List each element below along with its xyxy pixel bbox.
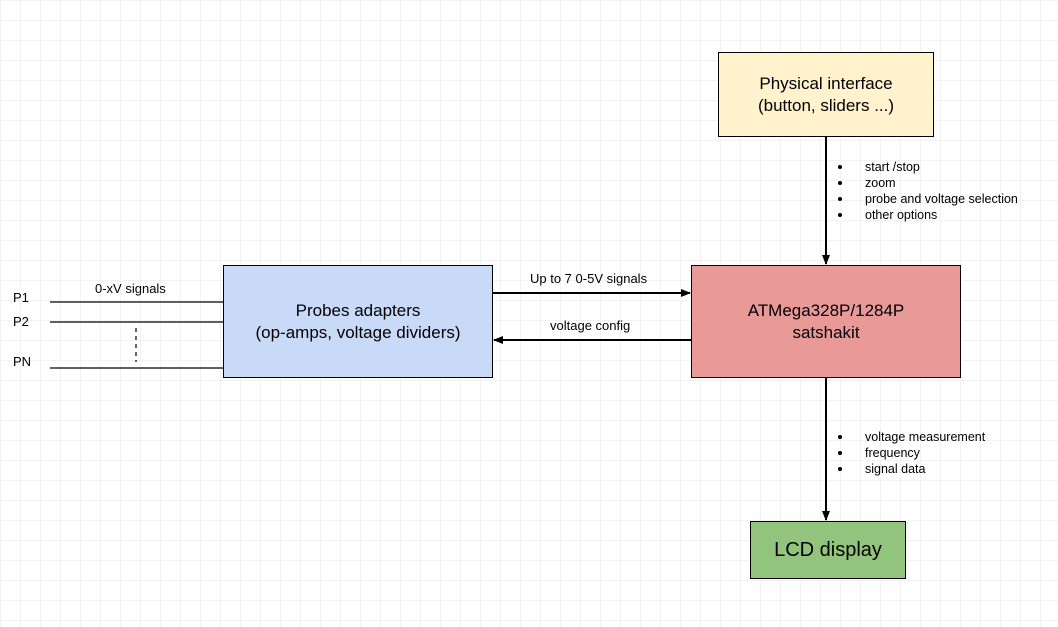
mcu-subtitle: satshakit — [792, 322, 860, 342]
interface-items-list: start /stop zoom probe and voltage selec… — [833, 159, 1018, 223]
list-item: other options — [833, 207, 1018, 223]
lcd-display-box: LCD display — [750, 521, 906, 579]
physical-interface-subtitle: (button, sliders ...) — [757, 95, 895, 115]
list-item: signal data — [833, 461, 985, 477]
lcd-display-label: LCD display — [774, 538, 882, 561]
probes-adapters-title: Probes adapters — [295, 301, 421, 321]
link-label-to-probes: voltage config — [550, 318, 631, 333]
list-item: voltage measurement — [833, 429, 985, 445]
list-item: start /stop — [833, 159, 1018, 175]
link-label-to-mcu: Up to 7 0-5V signals — [530, 271, 648, 286]
list-item: frequency — [833, 445, 985, 461]
signals-label: 0-xV signals — [95, 281, 166, 296]
mcu-box: ATMega328P/1284P satshakit — [691, 265, 961, 378]
probe-label-p1: P1 — [13, 290, 29, 305]
list-item: zoom — [833, 175, 1018, 191]
mcu-title: ATMega328P/1284P — [747, 301, 905, 321]
probes-adapters-subtitle: (op-amps, voltage dividers) — [255, 322, 461, 342]
physical-interface-title: Physical interface — [759, 74, 893, 94]
probe-label-p2: P2 — [13, 314, 29, 329]
physical-interface-box: Physical interface (button, sliders ...) — [718, 52, 934, 137]
probe-label-pn: PN — [13, 354, 32, 369]
display-items-list: voltage measurement frequency signal dat… — [833, 429, 985, 477]
probes-adapters-box: Probes adapters (op-amps, voltage divide… — [223, 265, 493, 378]
list-item: probe and voltage selection — [833, 191, 1018, 207]
